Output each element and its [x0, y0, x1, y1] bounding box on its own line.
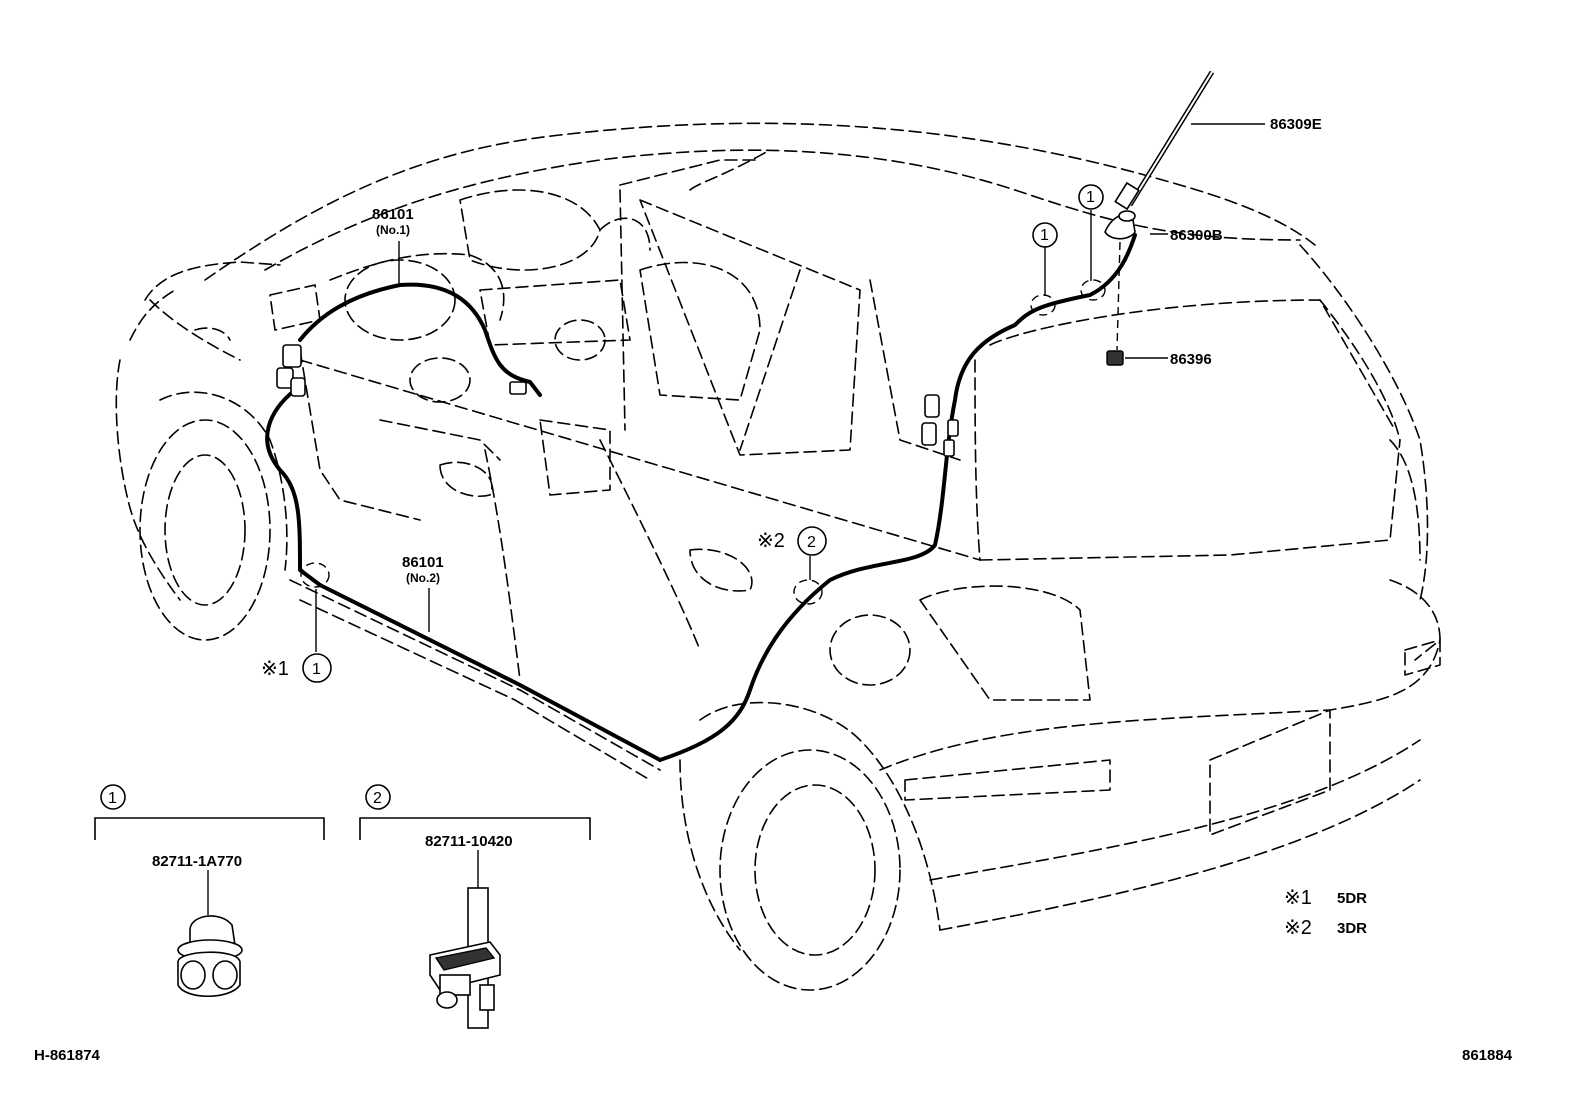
antenna-pad: [1106, 350, 1124, 366]
antenna-assembly: [1104, 70, 1215, 366]
legend: ※1 5DR ※2 3DR: [1284, 887, 1367, 939]
label-antenna-pad: 86396: [1170, 351, 1212, 368]
clip1-part-drawing: [177, 915, 243, 997]
antenna-cord: [265, 233, 1137, 762]
svg-text:1: 1: [312, 661, 321, 678]
footer-right-code: 861884: [1462, 1047, 1513, 1064]
car-body-outline: [115, 122, 1441, 991]
svg-text:2: 2: [373, 790, 382, 807]
marker-clip1-roof-a: 1: [1032, 222, 1058, 248]
svg-text:1: 1: [1040, 227, 1049, 244]
svg-text:82711-1A770: 82711-1A770: [152, 853, 242, 870]
legend-1-text: 5DR: [1337, 890, 1367, 907]
marker-clip1-front: ※1 1: [261, 653, 332, 683]
marker-clip1-roof-b: 1: [1078, 184, 1104, 210]
svg-text:82711-10420: 82711-10420: [425, 833, 513, 850]
detail-clip2: 2 82711-10420: [359, 784, 591, 1029]
legend-2-text: 3DR: [1337, 920, 1367, 937]
label-cord-no1: 86101: [372, 206, 414, 223]
legend-2-symbol: ※2: [1284, 917, 1312, 939]
svg-text:1: 1: [1086, 189, 1095, 206]
label-cord-no1-sub: (No.1): [376, 223, 410, 237]
detail-clip1: 1 82711-1A770: [94, 784, 325, 997]
label-cord-no2: 86101: [402, 554, 444, 571]
svg-text:1: 1: [108, 790, 117, 807]
svg-text:※1: ※1: [261, 658, 289, 680]
svg-text:※2: ※2: [757, 530, 785, 552]
label-antenna-base: 86300B: [1170, 227, 1223, 244]
label-antenna-rod: 86309E: [1270, 116, 1322, 133]
marker-clip2-rear: ※2 2: [757, 526, 827, 556]
label-cord-no2-sub: (No.2): [406, 571, 440, 585]
footer-left-code: H-861874: [34, 1047, 101, 1064]
svg-text:2: 2: [807, 534, 816, 551]
clip2-part-drawing: [429, 887, 501, 1029]
legend-1-symbol: ※1: [1284, 887, 1312, 909]
leader-lines: [315, 123, 1265, 652]
antenna-rod-sleeve: [1114, 181, 1140, 211]
